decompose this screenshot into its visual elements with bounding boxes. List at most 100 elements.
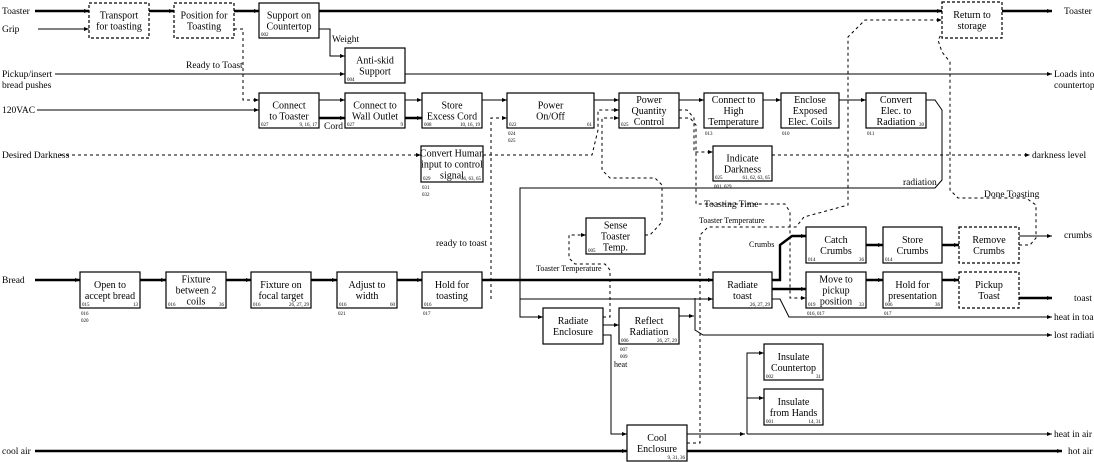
box-label-line: Connect	[272, 101, 306, 112]
code-below: 017	[423, 312, 431, 317]
flow-line	[490, 116, 507, 299]
box-label-line: Crumbs	[973, 246, 1005, 257]
box-label-line: Enclose	[794, 95, 826, 106]
box-outline	[780, 92, 840, 129]
box-label-line: Crumbs	[820, 246, 852, 257]
label-ready-to-toast-top: Ready to Toast	[186, 61, 243, 71]
box-outline	[805, 226, 867, 264]
box-outline	[79, 271, 141, 309]
box-label-line: Excess Cord	[427, 112, 477, 123]
code-below: 011	[867, 132, 875, 137]
code-right: 26, 27, 29	[657, 339, 678, 344]
code-below: 032	[422, 193, 430, 198]
box-outline	[941, 1, 1003, 39]
box-label-line: Support on	[267, 11, 311, 22]
code-left: 016	[424, 303, 432, 308]
code-right: 31	[816, 375, 822, 380]
code-right: 13	[133, 303, 139, 308]
box-outline	[421, 92, 483, 129]
code-below: 001, 029	[714, 185, 732, 190]
box-label-line: Store	[441, 101, 463, 112]
box-outline	[258, 2, 320, 39]
input-grip: Grip	[2, 25, 20, 35]
input-desired-darkness: Desired Darkness	[2, 151, 70, 161]
code-left: 002	[766, 375, 774, 380]
code-below: 031	[422, 186, 430, 191]
output-loads-1: Loads into	[1054, 70, 1094, 80]
box-outline	[958, 226, 1020, 264]
box-outline	[882, 271, 943, 309]
code-left: 002	[261, 33, 269, 38]
code-right: 36	[859, 258, 865, 263]
code-right: 30	[919, 123, 925, 128]
code-left: 016	[339, 303, 347, 308]
flow-line	[694, 298, 1052, 337]
box-label-line: presentation	[888, 291, 937, 302]
code-right: 36	[219, 303, 225, 308]
flow-line	[603, 334, 627, 436]
box-label-line: Insulate	[778, 352, 810, 363]
box-label-line: Radiation	[630, 327, 669, 338]
box-label-line: Fixture on	[260, 280, 301, 291]
label-radiation: radiation	[903, 178, 937, 188]
output-hot-air: hot air	[1068, 447, 1093, 457]
box-outline	[88, 2, 150, 39]
box-label-line: Remove	[972, 235, 1006, 246]
box-label-line: Control	[634, 117, 665, 128]
input-labels: Toaster Grip Pickup/insert bread pushes …	[2, 7, 70, 457]
box-label-line: Temp.	[603, 243, 628, 254]
input-bread: Bread	[2, 276, 25, 286]
box-label-line: Temperature	[708, 117, 759, 128]
flow-line	[679, 109, 713, 154]
code-left: 008	[424, 123, 432, 128]
code-left: 025	[621, 123, 629, 128]
flow-labels: Weight Ready to Toast Cord radiation Don…	[186, 35, 1040, 369]
code-left: 027	[347, 123, 355, 128]
box-label-line: Enclosure	[553, 327, 594, 338]
flow-line	[319, 28, 345, 58]
box-label-line: Sense	[604, 221, 628, 232]
code-left: 016	[168, 303, 176, 308]
code-right: 36, 63, 65	[461, 177, 482, 182]
flow-line	[568, 233, 611, 318]
box-outline	[712, 271, 773, 309]
box-label-line: Toasting	[187, 22, 221, 33]
code-below: 017	[884, 312, 892, 317]
box-label-line: Insulate	[778, 397, 810, 408]
box-label-line: Toast	[978, 291, 1000, 302]
box-outline	[618, 92, 680, 129]
